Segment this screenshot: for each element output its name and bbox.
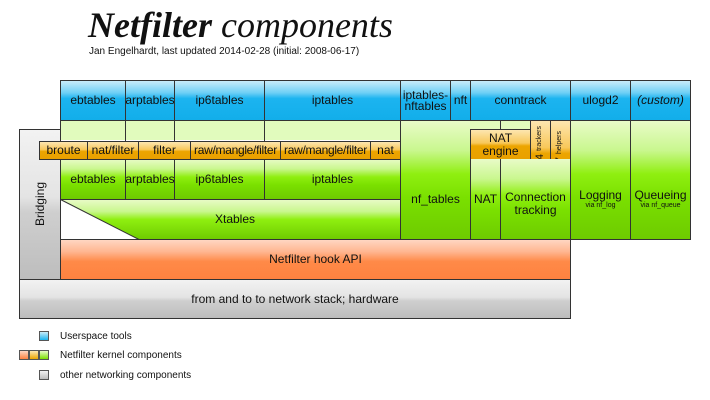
queueing-label: Queueing	[634, 187, 687, 202]
network-stack-box: from and to to network stack; hardware	[19, 279, 571, 319]
title-rest: components	[211, 5, 393, 45]
sep	[174, 120, 175, 160]
l7-sub: helpers	[556, 131, 563, 155]
legend-swatch-other	[39, 370, 49, 380]
userspace-ebtables-label: ebtables	[70, 93, 116, 107]
userspace-ulogd2-label: ulogd2	[582, 93, 619, 107]
sep	[500, 120, 501, 130]
userspace-custom: (custom)	[630, 80, 691, 121]
userspace-arptables: arptables	[125, 80, 175, 121]
sep	[264, 120, 265, 160]
table-raw6-label: raw/mangle/filter	[194, 143, 277, 157]
userspace-arptables-label: arptables	[125, 93, 175, 107]
nf-tables-box: nf_tables	[400, 120, 471, 240]
xtables-label: Xtables	[214, 212, 256, 226]
userspace-ulogd2: ulogd2	[570, 80, 631, 121]
table-broute: broute	[39, 141, 88, 160]
userspace-custom-label: (custom)	[637, 93, 684, 107]
conntrack-label: Connection tracking	[505, 190, 566, 217]
sep	[125, 120, 126, 160]
legend-other-label: other networking components	[60, 370, 192, 381]
userspace-nft: nft	[450, 80, 471, 121]
userspace-ip6tables: ip6tables	[174, 80, 265, 121]
kernel-iptables: iptables	[264, 159, 401, 200]
kernel-ebtables: ebtables	[60, 159, 126, 200]
logging-sub: via nf_log	[585, 201, 616, 209]
conntrack-box: Connection tracking	[500, 159, 571, 240]
table-filter-label: filter	[153, 143, 176, 157]
table-raw4-label: raw/mangle/filter	[284, 143, 367, 157]
legend-swatch-kernel-green	[39, 350, 49, 360]
nat-engine-label: NAT engine	[482, 130, 519, 158]
userspace-conntrack-label: conntrack	[494, 93, 547, 107]
legend-userspace-label: Userspace tools	[60, 331, 132, 342]
userspace-iptables-label: iptables	[311, 93, 354, 107]
table-nat-filter: nat/filter	[87, 141, 139, 160]
kernel-ip6tables-label: ip6tables	[195, 171, 244, 186]
hook-api-label: Netfilter hook API	[269, 252, 362, 266]
userspace-iptables: iptables	[264, 80, 401, 121]
diagram-subtitle: Jan Engelhardt, last updated 2014-02-28 …	[89, 46, 360, 57]
hook-api-box: Netfilter hook API	[60, 239, 571, 280]
bridging-label: Bridging	[32, 182, 47, 227]
legend-swatch-userspace	[39, 331, 49, 341]
diagram-title: Netfilter components	[88, 6, 393, 44]
queueing-sub: via nf_queue	[640, 201, 681, 209]
network-stack-label: from and to to network stack; hardware	[191, 291, 399, 306]
nat-box: NAT	[470, 159, 501, 240]
kernel-ebtables-label: ebtables	[70, 171, 116, 186]
l34-sub: trackers	[536, 125, 543, 151]
userspace-iptables-nftables-label: iptables- nftables	[402, 87, 449, 113]
kernel-ip6tables: ip6tables	[174, 159, 265, 200]
nf-tables-label: nf_tables	[411, 191, 460, 206]
table-raw-mangle-filter-6: raw/mangle/filter	[190, 141, 281, 160]
kernel-iptables-label: iptables	[311, 171, 354, 186]
table-nat: nat	[370, 141, 401, 160]
title-bold: Netfilter	[88, 5, 212, 45]
userspace-ebtables: ebtables	[60, 80, 126, 121]
kernel-arptables: arptables	[125, 159, 175, 200]
nat-engine-box: NAT engine	[470, 129, 531, 160]
table-nat-filter-label: nat/filter	[91, 143, 135, 157]
userspace-ip6tables-label: ip6tables	[195, 93, 244, 107]
legend-swatch-kernel-orange	[29, 350, 39, 360]
legend-kernel-label: Netfilter kernel components	[60, 350, 182, 361]
userspace-iptables-nftables: iptables- nftables	[400, 80, 451, 121]
nat-label: NAT	[473, 191, 498, 206]
table-nat-label: nat	[377, 143, 394, 157]
userspace-nft-label: nft	[453, 93, 468, 107]
table-raw-mangle-filter-4: raw/mangle/filter	[280, 141, 371, 160]
table-filter: filter	[138, 141, 191, 160]
logging-label: Logging	[579, 187, 622, 202]
kernel-top-band	[60, 120, 401, 140]
spacer	[530, 180, 571, 181]
userspace-conntrack: conntrack	[470, 80, 571, 121]
kernel-arptables-label: arptables	[125, 171, 175, 186]
legend-swatch-kernel-red	[19, 350, 29, 360]
table-broute-label: broute	[46, 143, 81, 157]
